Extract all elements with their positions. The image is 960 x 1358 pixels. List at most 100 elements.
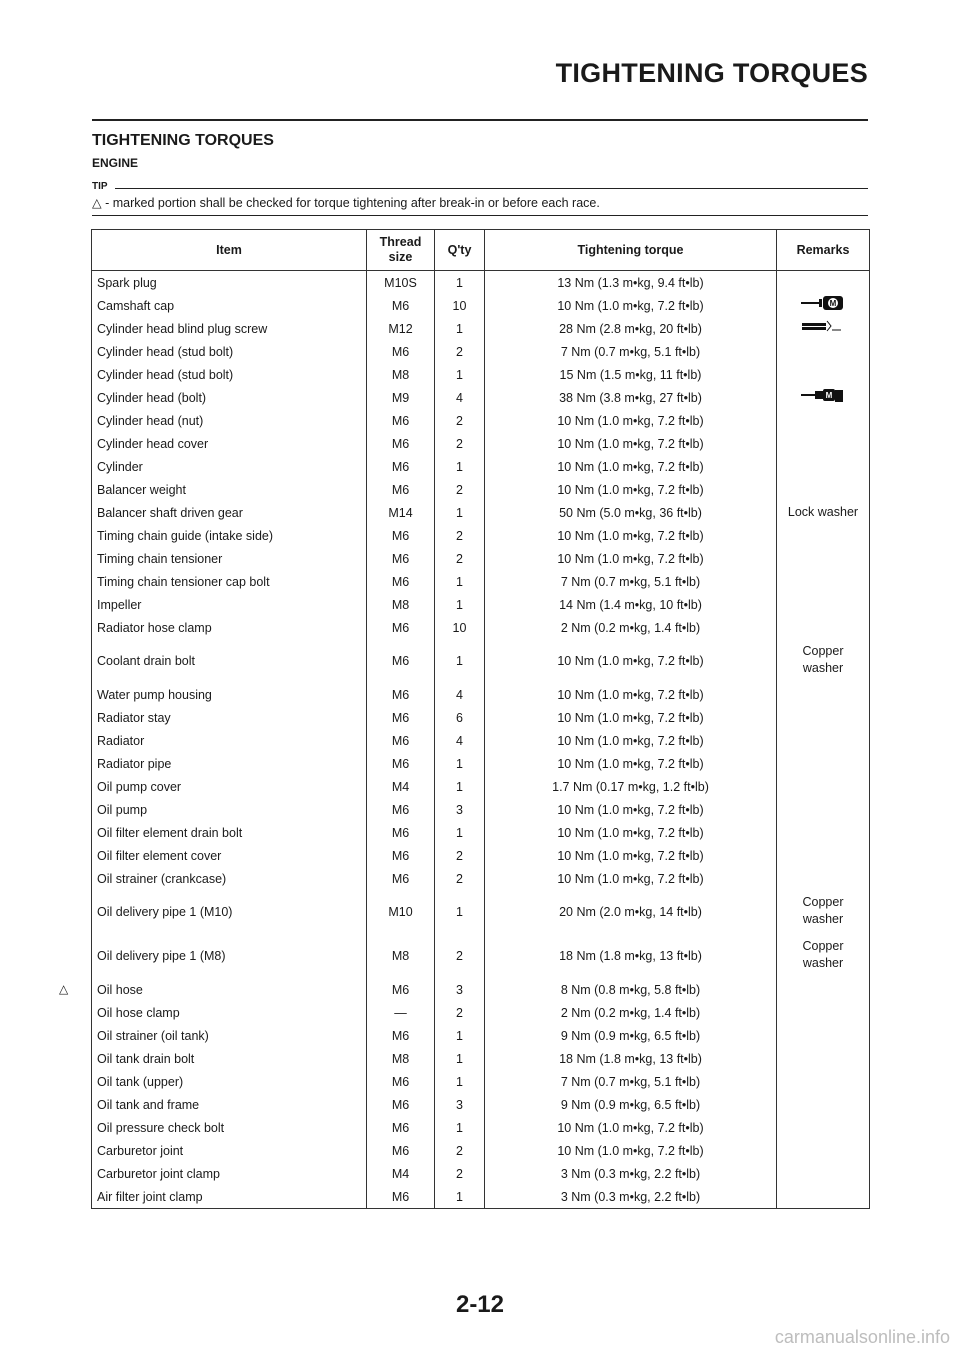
cell-qty: 1 (434, 455, 485, 478)
item-label: Radiator (97, 733, 145, 748)
item-label: Carburetor joint (97, 1143, 184, 1158)
cell-item: Camshaft cap (91, 294, 367, 317)
cell-remarks (776, 1024, 870, 1047)
cell-torque: 10 Nm (1.0 m•kg, 7.2 ft•lb) (484, 683, 777, 706)
cell-remarks (776, 270, 870, 294)
cell-qty: 2 (434, 478, 485, 501)
cell-qty: 3 (434, 798, 485, 821)
cell-item: Radiator (91, 729, 367, 752)
cell-item: Balancer weight (91, 478, 367, 501)
remarks-line1: Copper (802, 895, 844, 909)
cell-item: Radiator hose clamp (91, 616, 367, 639)
item-label: Timing chain tensioner cap bolt (97, 574, 270, 589)
cell-remarks (776, 1070, 870, 1093)
header-torque: Tightening torque (484, 229, 777, 271)
cell-torque: 20 Nm (2.0 m•kg, 14 ft•lb) (484, 890, 777, 934)
cell-qty: 1 (434, 639, 485, 683)
cell-thread: M14 (366, 501, 435, 524)
cell-thread: M9 (366, 386, 435, 409)
cell-thread: M6 (366, 1093, 435, 1116)
cell-remarks (776, 729, 870, 752)
cell-qty: 1 (434, 752, 485, 775)
tip-rule-top (115, 188, 868, 189)
cell-remarks (776, 1185, 870, 1209)
cell-qty: 1 (434, 1185, 485, 1209)
cell-remarks (776, 775, 870, 798)
cell-qty: 6 (434, 706, 485, 729)
cell-item: Oil tank and frame (91, 1093, 367, 1116)
cell-qty: 2 (434, 547, 485, 570)
cell-torque: 18 Nm (1.8 m•kg, 13 ft•lb) (484, 934, 777, 978)
cell-remarks (776, 570, 870, 593)
cell-qty: 1 (434, 593, 485, 616)
cell-qty: 1 (434, 1070, 485, 1093)
cell-item: Balancer shaft driven gear (91, 501, 367, 524)
cell-thread: M8 (366, 593, 435, 616)
cell-thread: M6 (366, 340, 435, 363)
cell-item: Timing chain tensioner cap bolt (91, 570, 367, 593)
cell-item: Oil pump (91, 798, 367, 821)
header-thread-line1: Thread (379, 235, 422, 249)
cell-thread: M6 (366, 547, 435, 570)
page-number: 2-12 (455, 1291, 505, 1318)
cell-remarks (776, 1047, 870, 1070)
item-label: Camshaft cap (97, 298, 175, 313)
cell-item: Oil pump cover (91, 775, 367, 798)
cell-qty: 1 (434, 775, 485, 798)
item-label: Spark plug (97, 275, 157, 290)
cell-remarks (776, 706, 870, 729)
cell-thread: M6 (366, 798, 435, 821)
svg-text:M: M (830, 299, 837, 308)
item-label: Radiator hose clamp (97, 620, 212, 635)
cell-torque: 10 Nm (1.0 m•kg, 7.2 ft•lb) (484, 639, 777, 683)
tip-text: △ - marked portion shall be checked for … (92, 195, 600, 210)
watermark: carmanualsonline.info (774, 1327, 950, 1347)
cell-torque: 10 Nm (1.0 m•kg, 7.2 ft•lb) (484, 729, 777, 752)
item-label: Oil delivery pipe 1 (M10) (97, 905, 233, 919)
item-label: Oil strainer (oil tank) (97, 1028, 209, 1043)
cell-thread: M6 (366, 683, 435, 706)
item-label: Cylinder (97, 459, 143, 474)
cell-torque: 10 Nm (1.0 m•kg, 7.2 ft•lb) (484, 524, 777, 547)
cell-thread: M6 (366, 1139, 435, 1162)
cell-item: Cylinder head (nut) (91, 409, 367, 432)
tip-body: - marked portion shall be checked for to… (105, 196, 600, 210)
cell-torque: 10 Nm (1.0 m•kg, 7.2 ft•lb) (484, 752, 777, 775)
cell-thread: M10S (366, 270, 435, 294)
cell-qty: 4 (434, 683, 485, 706)
cell-qty: 3 (434, 978, 485, 1001)
cell-torque: 14 Nm (1.4 m•kg, 10 ft•lb) (484, 593, 777, 616)
item-label: Cylinder head (nut) (97, 413, 204, 428)
item-label: Oil pump cover (97, 779, 182, 794)
item-label: Balancer shaft driven gear (97, 505, 243, 520)
cell-torque: 10 Nm (1.0 m•kg, 7.2 ft•lb) (484, 455, 777, 478)
cell-qty: 2 (434, 409, 485, 432)
cell-torque: 10 Nm (1.0 m•kg, 7.2 ft•lb) (484, 409, 777, 432)
item-label: Water pump housing (97, 687, 212, 702)
section-subtitle: ENGINE (92, 156, 139, 170)
cell-torque: 7 Nm (0.7 m•kg, 5.1 ft•lb) (484, 340, 777, 363)
sealant-icon (799, 317, 847, 340)
cell-remarks (776, 1001, 870, 1024)
cell-remarks (776, 478, 870, 501)
cell-remarks: Lock washer (776, 501, 870, 524)
cell-torque: 2 Nm (0.2 m•kg, 1.4 ft•lb) (484, 616, 777, 639)
triangle-mark-icon: △ (92, 196, 102, 210)
